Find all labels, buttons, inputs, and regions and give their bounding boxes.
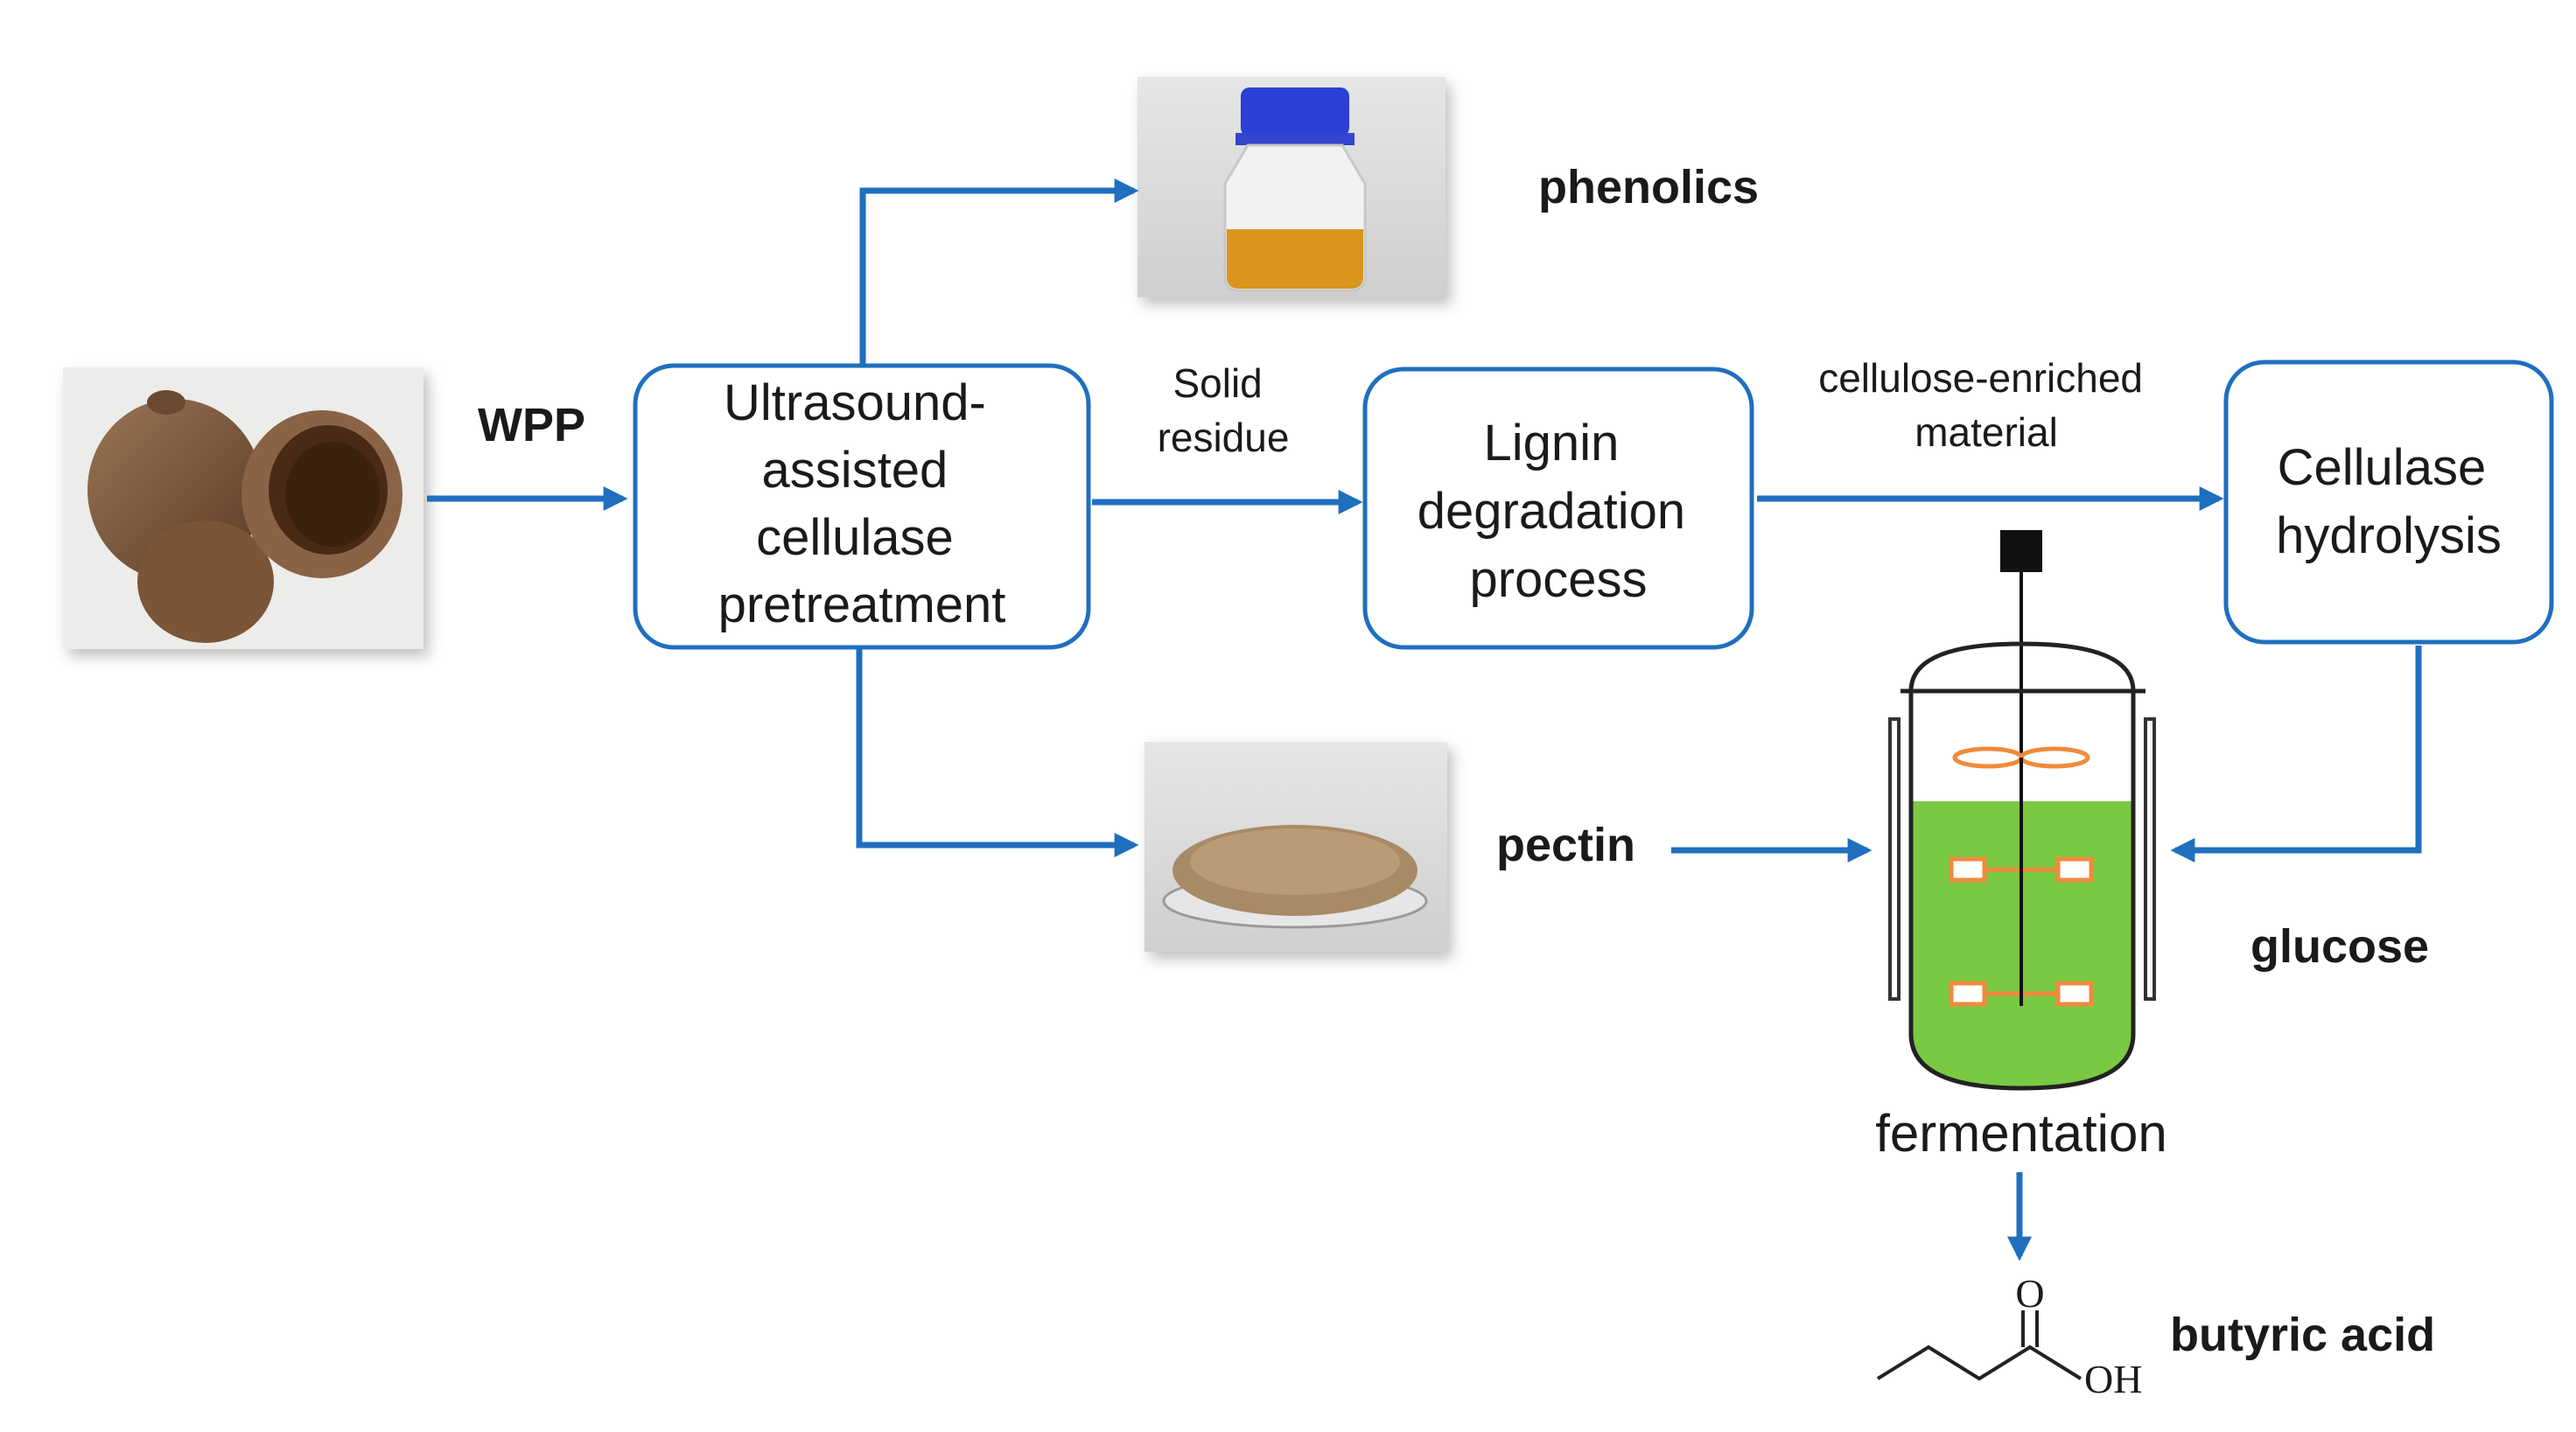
svg-text:Lignin degradation: Lignin degradation process (1418, 415, 1700, 608)
motor-icon (2000, 530, 2042, 572)
pretreatment-line-2: assisted (762, 442, 948, 499)
lignin-line-2: degradation (1418, 483, 1685, 540)
lignin-line-3: process (1469, 551, 1647, 608)
pretreatment-line-4: pretreatment (718, 576, 1006, 633)
bottle-icon (1223, 87, 1367, 292)
svg-text:Cellulase hydrolysis: Cellulase hydrolysis (2276, 439, 2502, 564)
arrow-to-pectin (856, 649, 1139, 857)
cellulose-enriched-label: cellulose-enriched material (1818, 355, 2154, 455)
pretreatment-line-3: cellulase (756, 509, 954, 566)
lignin-line-1: Lignin (1484, 415, 1620, 472)
butyric-acid-structure: O OH (1876, 1271, 2142, 1401)
wpp-photo (63, 367, 424, 649)
pectin-dish-icon (1162, 825, 1428, 929)
pectin-label: pectin (1496, 819, 1635, 871)
hydrolysis-line-1: Cellulase (2278, 439, 2487, 496)
hydrolysis-line-2: hydrolysis (2276, 507, 2502, 564)
flow-arrows (427, 178, 2422, 1261)
fermentation-label: fermentation (1875, 1104, 2167, 1163)
glucose-label: glucose (2250, 920, 2429, 973)
solid-residue-label: Solid residue (1158, 360, 1290, 460)
impeller-icon (1949, 746, 2094, 1007)
pretreatment-box: Ultrasound- assisted cellulase pretreatm… (633, 363, 1091, 650)
arrow-glucose-to-fermenter (2170, 646, 2422, 863)
pretreatment-line-1: Ultrasound- (724, 374, 986, 431)
pectin-photo (1144, 742, 1447, 952)
carbonyl-o-label: O (2015, 1271, 2044, 1316)
walnut-shell-icon (88, 390, 402, 643)
butyric-acid-label: butyric acid (2170, 1309, 2435, 1361)
wpp-label: WPP (478, 399, 585, 451)
svg-text:Ultrasound- assisted: Ultrasound- assisted cellulase pretreatm… (718, 374, 1006, 633)
fermenter-vessel (1888, 530, 2156, 1091)
lignin-box: Lignin degradation process (1362, 367, 1754, 650)
phenolics-photo (1138, 77, 1446, 297)
hydrolysis-box: Cellulase hydrolysis (2223, 360, 2554, 645)
phenolics-label: phenolics (1538, 161, 1759, 213)
arrow-to-phenolics (859, 178, 1139, 367)
hydroxyl-label: OH (2084, 1357, 2142, 1401)
